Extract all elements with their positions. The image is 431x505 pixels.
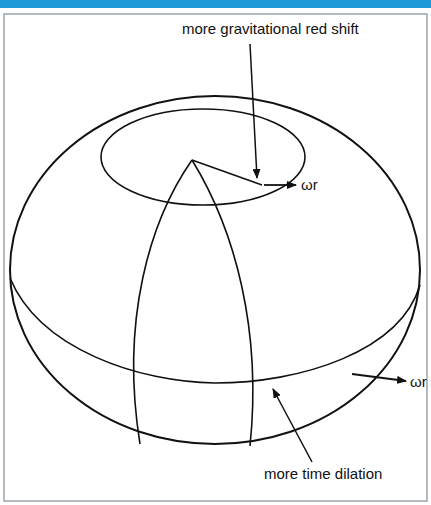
callout-text: more gravitational red shift — [180, 20, 361, 38]
earth-outline — [10, 96, 420, 444]
radius-line — [192, 160, 262, 185]
top-bar — [0, 0, 431, 8]
frame — [4, 14, 427, 501]
velocity-arrow — [264, 184, 296, 186]
meridian — [192, 160, 253, 446]
velocity-arrow — [352, 374, 406, 381]
leader-arrow — [250, 44, 257, 178]
leader-arrow — [273, 389, 312, 462]
velocity-label: ωr — [408, 373, 429, 391]
latitude-circle — [101, 109, 305, 205]
callout-text: more time dilation — [262, 465, 384, 483]
equator — [10, 278, 420, 383]
velocity-label: ωr — [299, 176, 320, 194]
meridian — [134, 160, 192, 444]
